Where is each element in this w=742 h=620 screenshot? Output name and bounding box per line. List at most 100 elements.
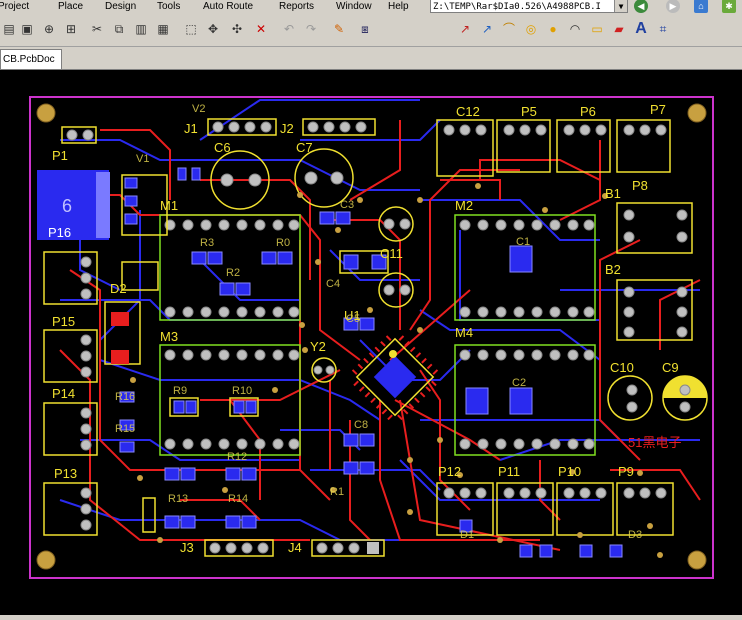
cut-icon[interactable]: ✂ xyxy=(91,22,103,36)
module-m4 xyxy=(454,344,596,456)
b2-outline xyxy=(616,279,693,341)
label-r13: R13 xyxy=(168,493,188,505)
smd-pads xyxy=(119,167,623,558)
menu-auto-route[interactable]: Auto Route xyxy=(203,1,254,12)
label-c5: C5 xyxy=(346,313,360,325)
arc-icon[interactable]: ⌒ xyxy=(502,22,515,36)
c10-outline xyxy=(607,375,653,421)
copy-icon[interactable]: ⧉ xyxy=(114,22,124,36)
menu-bar: Project Place Design Tools Auto Route Re… xyxy=(0,0,742,13)
designators: C12 P5 P6 P7 P8 B1 B2 M1 M2 M3 M4 C6 C7 … xyxy=(48,102,679,555)
menu-tools[interactable]: Tools xyxy=(157,1,181,12)
arc-edge-icon[interactable]: ◠ xyxy=(569,22,581,36)
p13-outline xyxy=(43,482,98,536)
print-icon[interactable]: ▣ xyxy=(21,22,33,36)
label-j2: J2 xyxy=(280,121,294,136)
cross-probe-icon[interactable]: ✎ xyxy=(333,22,345,36)
project-icon[interactable]: ✱ xyxy=(722,0,736,13)
label-b1: B1 xyxy=(605,186,621,201)
canvas-bg xyxy=(0,70,742,615)
zoom-in-icon[interactable]: ⊕ xyxy=(43,22,55,36)
route-track-icon[interactable]: ↗ xyxy=(459,22,471,36)
c11b-outline xyxy=(378,272,414,308)
label-p6: P6 xyxy=(580,104,596,119)
menu-reports[interactable]: Reports xyxy=(279,1,315,12)
u1-qfp xyxy=(351,335,439,421)
label-r3: R3 xyxy=(200,237,214,249)
undo-icon[interactable]: ↶ xyxy=(283,22,295,36)
mounting-holes xyxy=(36,103,707,570)
route-diff-icon[interactable]: ↗ xyxy=(481,22,493,36)
polygon-icon[interactable]: ▰ xyxy=(614,22,624,36)
toolbar: ▤ ▣ ⊕ ⊞ ✂ ⧉ ▥ ▦ ⬚ ✥ ✣ ✕ ↶ ↷ ✎ ⧆ ↗ ↗ ⌒ ◎ … xyxy=(0,14,742,47)
menu-place[interactable]: Place xyxy=(58,1,84,12)
p15-outline xyxy=(43,329,98,383)
browse-icon[interactable]: ⧆ xyxy=(361,22,369,36)
label-r0: R0 xyxy=(276,237,290,249)
p11-outline xyxy=(496,482,554,536)
menu-help[interactable]: Help xyxy=(388,1,409,12)
coordinate-icon[interactable]: ⌗ xyxy=(659,22,667,36)
d1-outline xyxy=(121,261,159,291)
bottom-designators: V1 V2 C4 C5 C8 C1 C2 C3 R0 R1 R2 R3 R9 R… xyxy=(115,103,642,541)
tab-pcbdoc[interactable]: CB.PcbDoc xyxy=(0,49,62,69)
m4-pads-top xyxy=(459,349,595,361)
document-tabs: CB.PcbDoc xyxy=(0,47,742,70)
home-icon[interactable]: ⌂ xyxy=(694,0,708,13)
paste-icon[interactable]: ▥ xyxy=(135,22,147,36)
r-vertical-outline xyxy=(142,497,156,533)
address-input[interactable]: Z:\TEMP\Rar$DIa0.526\A4988PCB.I ▼ xyxy=(430,0,628,13)
label-r1: R1 xyxy=(330,486,344,498)
label-p1: P1 xyxy=(52,148,68,163)
module-m3 xyxy=(159,344,301,456)
m4-pads-bottom xyxy=(459,438,595,450)
j2-outline xyxy=(302,118,376,136)
select-icon[interactable]: ✣ xyxy=(231,22,243,36)
p8-outline xyxy=(616,202,693,254)
fill-icon[interactable]: ▭ xyxy=(591,22,603,36)
m2-pads-top xyxy=(459,219,595,231)
m2-pads-bottom xyxy=(459,306,595,318)
j4-outline xyxy=(311,539,385,557)
label-v1: V1 xyxy=(136,153,149,165)
c6-outline xyxy=(210,150,270,210)
label-m1: M1 xyxy=(160,198,178,213)
pad-icon[interactable]: ◎ xyxy=(525,22,537,36)
r10-outline xyxy=(229,397,259,417)
redo-icon[interactable]: ↷ xyxy=(305,22,317,36)
label-p5: P5 xyxy=(521,104,537,119)
c11a-outline xyxy=(378,206,414,242)
r9-outline xyxy=(169,397,199,417)
label-m2: M2 xyxy=(455,198,473,213)
back-icon[interactable]: ◀ xyxy=(634,0,648,13)
menu-window[interactable]: Window xyxy=(336,1,372,12)
j1-outline xyxy=(207,118,277,136)
v1-outline xyxy=(121,174,168,236)
label-b2: B2 xyxy=(605,262,621,277)
label-j3: J3 xyxy=(180,540,194,555)
menu-project[interactable]: Project xyxy=(0,1,30,12)
c12-outline xyxy=(436,119,494,177)
deselect-icon[interactable]: ✕ xyxy=(255,22,267,36)
rubber-stamp-icon[interactable]: ▦ xyxy=(157,22,169,36)
menu-design[interactable]: Design xyxy=(105,1,137,12)
via-icon[interactable]: ● xyxy=(549,22,557,36)
chevron-down-icon[interactable]: ▼ xyxy=(614,0,627,12)
select-area-icon[interactable]: ⬚ xyxy=(185,22,197,36)
pcb-canvas[interactable]: 6 xyxy=(0,70,742,615)
label-y2: Y2 xyxy=(310,339,326,354)
label-u1: U1 xyxy=(344,308,361,323)
move-icon[interactable]: ✥ xyxy=(207,22,219,36)
forward-icon[interactable]: ▶ xyxy=(666,0,680,13)
zoom-area-icon[interactable]: ⊞ xyxy=(65,22,77,36)
label-p11: P11 xyxy=(498,464,520,479)
string-icon[interactable]: A xyxy=(635,20,647,37)
label-r2: R2 xyxy=(226,267,240,279)
open-icon[interactable]: ▤ xyxy=(3,22,15,36)
label-c11: C11 xyxy=(380,246,403,261)
silkscreen-outlines xyxy=(43,118,708,557)
label-c12: C12 xyxy=(456,104,480,119)
m3-pads-bottom xyxy=(164,438,300,450)
label-p13: P13 xyxy=(54,466,77,481)
label-v2: V2 xyxy=(192,103,205,115)
